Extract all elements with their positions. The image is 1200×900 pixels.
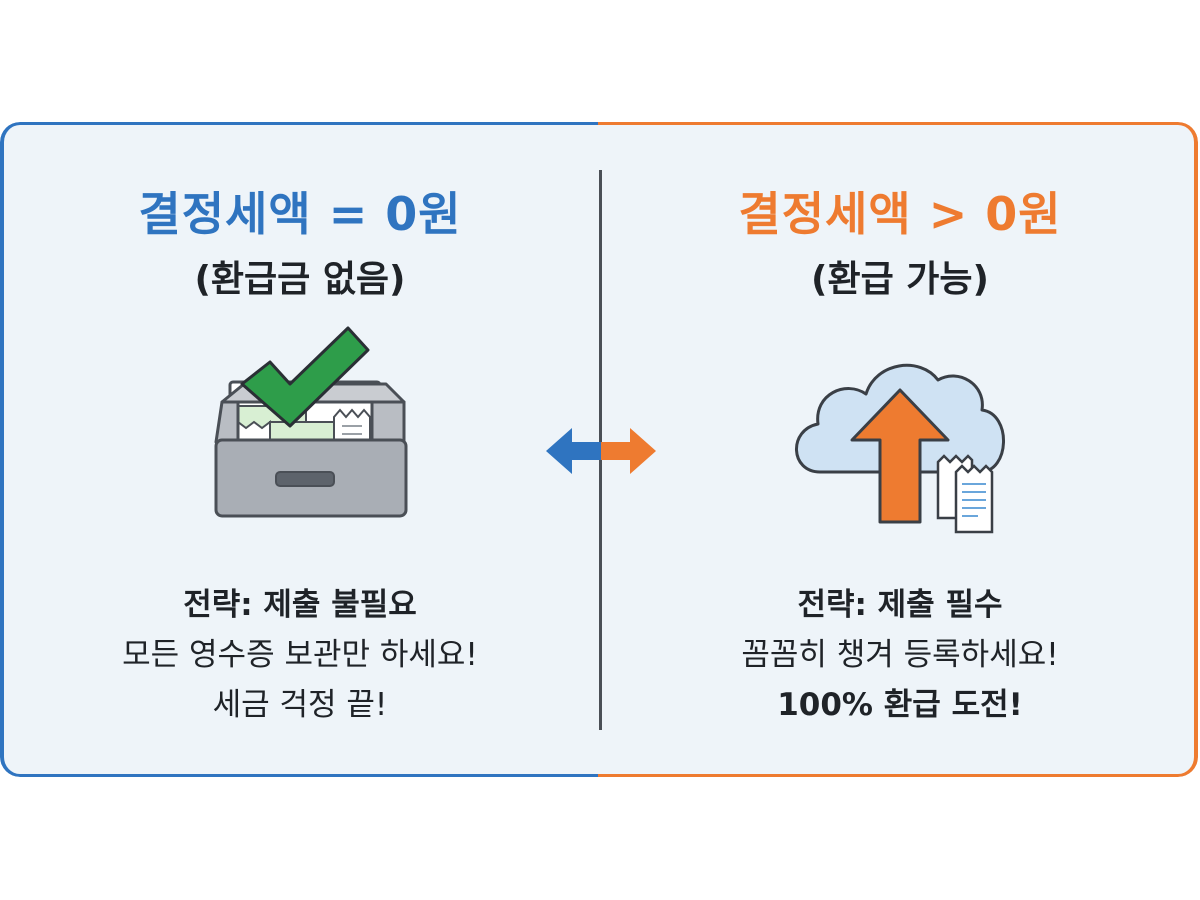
card-border-right <box>598 122 1198 777</box>
right-line-2: 100% 환급 도전! <box>777 687 1023 723</box>
right-strategy: 전략: 제출 필수 <box>797 587 1003 623</box>
comparison-card: 결정세액 = 0원 (환급금 없음) <box>0 122 1198 777</box>
right-line-1: 꼼꼼히 챙겨 등록하세요! <box>741 637 1059 673</box>
left-subtitle: (환급금 없음) <box>194 259 406 300</box>
right-text-block: 전략: 제출 필수 꼼꼼히 챙겨 등록하세요! 100% 환급 도전! <box>600 580 1198 730</box>
left-title: 결정세액 = 0원 <box>138 187 462 241</box>
left-line-2: 세금 걱정 끝! <box>212 687 388 723</box>
left-line-1: 모든 영수증 보관만 하세요! <box>122 637 478 673</box>
left-strategy: 전략: 제출 불필요 <box>183 587 417 623</box>
right-subtitle: (환급 가능) <box>811 259 989 300</box>
right-panel: 결정세액 > 0원 (환급 가능) <box>600 122 1198 777</box>
cloud-upload-icon <box>780 322 1020 546</box>
left-panel: 결정세액 = 0원 (환급금 없음) <box>0 122 600 777</box>
card-border-left <box>0 122 600 777</box>
right-title: 결정세액 > 0원 <box>738 187 1062 241</box>
bidirectional-arrow-icon <box>546 424 656 482</box>
file-drawer-check-icon <box>200 322 410 536</box>
left-text-block: 전략: 제출 불필요 모든 영수증 보관만 하세요! 세금 걱정 끝! <box>0 580 600 730</box>
